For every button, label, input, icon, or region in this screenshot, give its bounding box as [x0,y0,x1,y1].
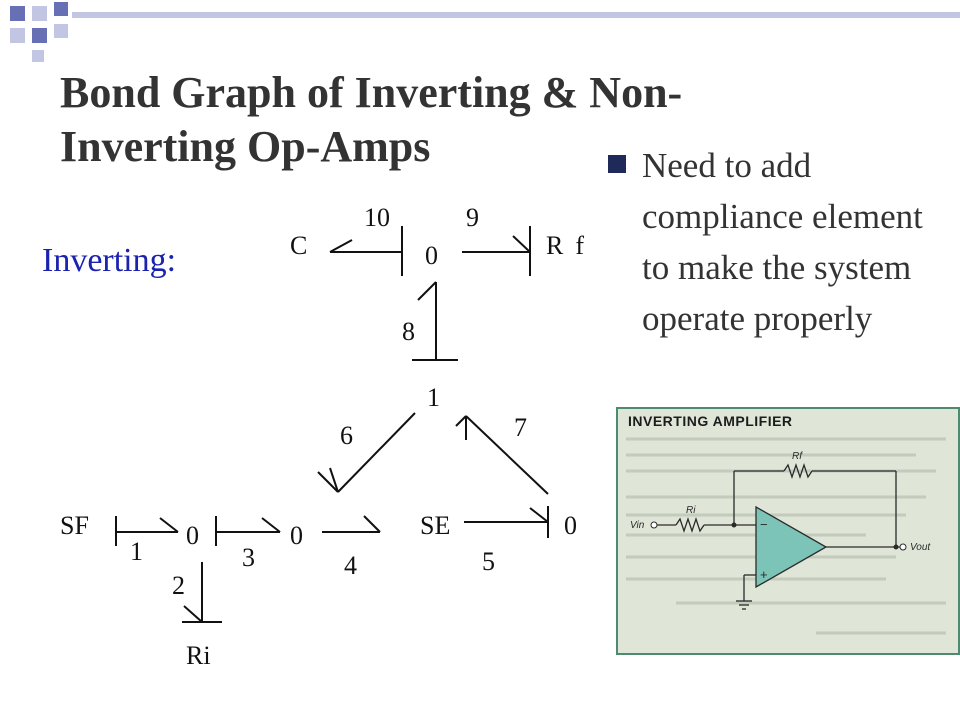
junction-0-top: 0 [425,241,438,270]
bullet-text: Need to add compliance element to make t… [642,146,923,338]
slide-title: Bond Graph of Inverting & Non-Inverting … [60,68,683,171]
vin-terminal [650,521,658,529]
inverting-label: Inverting: [42,242,177,279]
element-ri: Ri [186,641,211,670]
junction-0-center: 0 [290,521,303,550]
minus-label: − [760,517,768,532]
inverting-amplifier-photo: Rf Ri Vin Vout − + INVERTING AMPLIFIER [616,407,960,655]
junction-1-mid: 1 [427,383,440,412]
deco-square [32,28,47,43]
bond-number-2: 2 [172,571,185,600]
bond-4 [322,515,381,533]
bond-graph-diagram: C Rf 0 1 SF 0 0 SE 0 Ri 10 9 8 6 7 1 3 2… [60,203,584,670]
bond-number-4: 4 [344,551,357,580]
bullet-point: Need to add compliance element to make t… [608,140,948,344]
deco-square [54,2,68,16]
bond-number-7: 7 [514,413,527,442]
bond-5 [464,506,549,538]
ri-label: Ri [686,505,696,516]
bond-2 [182,562,222,623]
bullet-square-icon [608,155,626,173]
junction-dot [731,522,737,528]
deco-square [10,6,25,21]
bond-number-1: 1 [130,537,143,566]
deco-square [10,28,25,43]
deco-bar [72,12,960,18]
bond-number-6: 6 [340,421,353,450]
deco-square [32,6,47,21]
rf-label: Rf [792,451,803,462]
circuit-wires [656,462,900,610]
photo-frame [616,407,960,655]
bond-number-5: 5 [482,547,495,576]
corner-decoration [10,2,960,62]
plus-label: + [760,567,768,582]
element-sf: SF [60,511,89,540]
bond-number-8: 8 [402,317,415,346]
op-amp-circuit: Rf Ri Vin Vout − + [616,407,960,655]
bond-number-9: 9 [466,203,479,232]
vin-label: Vin [630,520,645,531]
junction-0-left: 0 [186,521,199,550]
bond-8 [412,281,458,361]
element-c: C [290,231,307,260]
photo-title: INVERTING AMPLIFIER [628,413,793,429]
bond-number-10: 10 [364,203,390,232]
vout-label: Vout [910,542,931,553]
bond-3 [215,516,281,546]
bond-6 [317,412,416,493]
bond-10 [329,226,403,276]
junction-dot [893,544,899,550]
vout-terminal [899,543,907,551]
bond-1 [115,516,179,546]
deco-square [54,24,68,38]
bond-number-3: 3 [242,543,255,572]
bond-9 [462,226,531,276]
element-se: SE [420,511,450,540]
deco-square [32,50,44,62]
element-rf: Rf [546,231,584,260]
junction-0-right: 0 [564,511,577,540]
bond-7 [455,415,549,495]
